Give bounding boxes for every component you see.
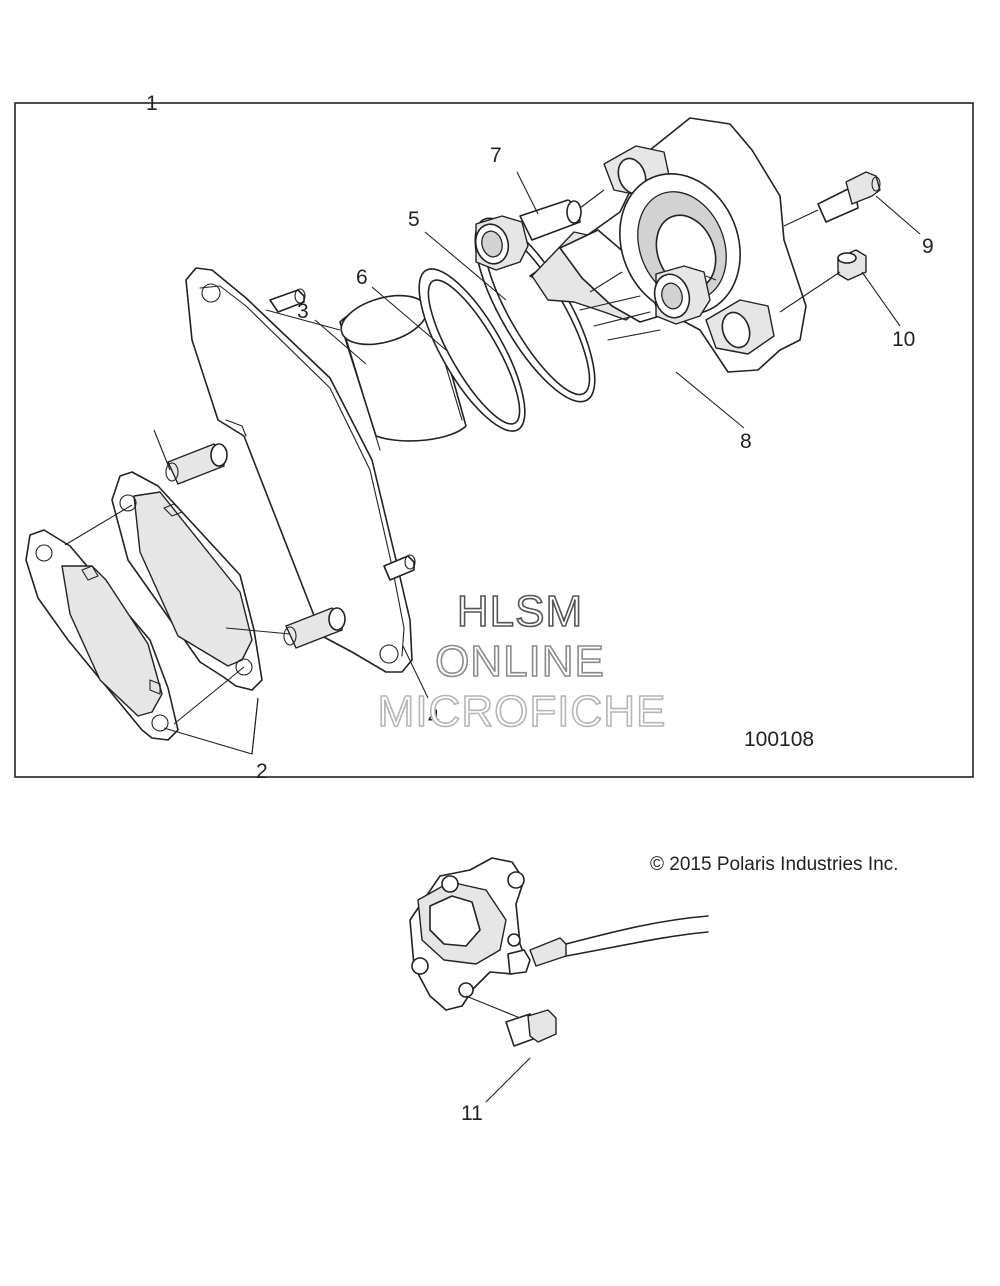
callout-labels: 1 2 3 4 5 6 7 8 9 10 11: [146, 92, 934, 1125]
callout-5: 5: [408, 208, 420, 231]
brake-pads: [25, 471, 263, 741]
watermark-line-1: HLSM: [457, 587, 583, 636]
callout-11: 11: [461, 1102, 483, 1125]
callout-2: 2: [256, 760, 268, 783]
callout-6: 6: [356, 266, 368, 289]
assembly-lines: [64, 189, 841, 725]
callout-1: 1: [146, 92, 158, 115]
callout-7: 7: [490, 144, 502, 167]
watermark-line-2: ONLINE: [435, 637, 605, 686]
bleeder-valve: [817, 171, 881, 223]
slide-pin-boot: [653, 265, 711, 325]
piston-seal: [418, 268, 526, 432]
bleeder-cap: [837, 249, 867, 281]
callout-10: 10: [892, 328, 915, 351]
slide-pin: [474, 199, 582, 271]
watermark-line-3: MICROFICHE: [378, 687, 667, 736]
assembly-frame: [14, 102, 974, 778]
callout-4: 4: [428, 706, 440, 729]
installed-caliper-inset: [409, 857, 709, 1047]
copyright-notice: © 2015 Polaris Industries Inc.: [650, 854, 898, 875]
callout-9: 9: [922, 235, 934, 258]
figure-number: 100108: [744, 728, 814, 751]
mounting-bracket: [165, 267, 416, 673]
callout-8: 8: [740, 430, 752, 453]
watermark: HLSM ONLINE MICROFICHE: [377, 586, 667, 737]
callout-3: 3: [297, 300, 309, 323]
callout-leaders: [163, 171, 921, 1103]
